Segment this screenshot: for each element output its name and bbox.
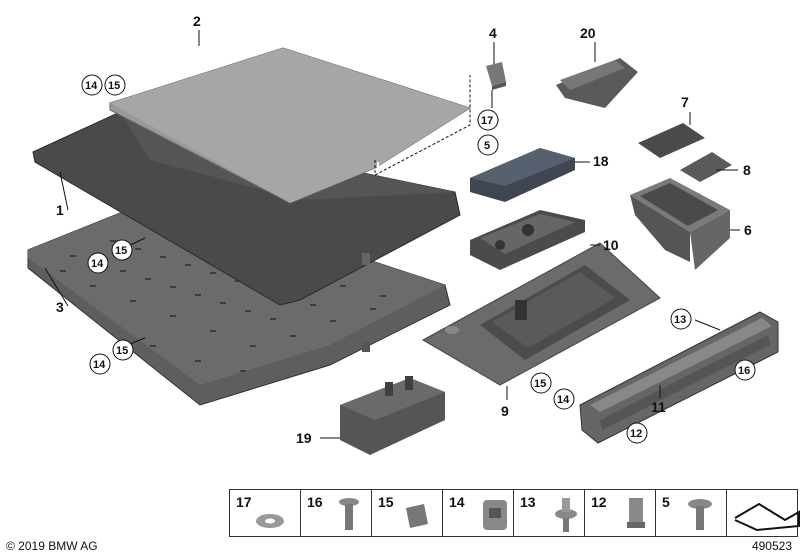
legend-label-15: 15 <box>378 494 394 510</box>
copyright-text: © 2019 BMW AG <box>6 539 98 553</box>
storage-well-part-9 <box>421 242 661 386</box>
screw-icon <box>339 498 359 530</box>
legend-cell-overview <box>727 490 800 536</box>
legend-cell-15: 15 <box>372 490 443 536</box>
sill-trim-part-11 <box>579 311 779 444</box>
expanding-rivet-icon <box>555 498 577 532</box>
label-7: 7 <box>681 94 689 110</box>
pad-part-8 <box>680 152 732 182</box>
tray-insert-part-10 <box>470 210 585 270</box>
circle-14-b: 14 <box>91 258 104 270</box>
legend-cell-13: 13 <box>514 490 585 536</box>
part-number-labels: 2 4 20 1 3 18 10 7 8 6 9 11 19 <box>56 13 752 446</box>
circle-15-a: 15 <box>108 80 120 92</box>
foam-block-part-18 <box>470 148 575 202</box>
circle-15-b: 15 <box>115 245 127 257</box>
legend-cell-12: 12 <box>585 490 656 536</box>
circle-12: 12 <box>630 428 642 440</box>
spring-clip-icon <box>627 498 645 528</box>
circled-labels: 14 15 17 5 15 14 14 15 13 16 15 14 12 <box>81 74 756 444</box>
diagram-number: 490523 <box>751 539 792 553</box>
circle-15-c: 15 <box>116 345 128 357</box>
label-19: 19 <box>296 430 312 446</box>
label-18: 18 <box>593 153 609 169</box>
circle-14-c: 14 <box>93 359 106 371</box>
legend-cell-16: 16 <box>301 490 372 536</box>
label-9: 9 <box>501 403 509 419</box>
circle-16: 16 <box>738 365 750 377</box>
label-3: 3 <box>56 299 64 315</box>
label-11: 11 <box>651 399 666 415</box>
circle-5: 5 <box>484 140 490 152</box>
label-1: 1 <box>56 202 64 218</box>
legend-label-13: 13 <box>520 494 536 510</box>
circle-17: 17 <box>481 115 493 127</box>
legend-label-17: 17 <box>236 494 252 510</box>
label-2: 2 <box>193 13 201 29</box>
label-10: 10 <box>603 237 619 253</box>
clip-icon <box>483 500 507 530</box>
legend-label-5: 5 <box>662 494 670 510</box>
pad-icon <box>406 504 428 528</box>
holder-part-20 <box>556 58 638 108</box>
storage-box-part-6 <box>630 178 730 270</box>
label-8: 8 <box>743 162 751 178</box>
label-20: 20 <box>580 25 596 41</box>
legend-label-12: 12 <box>591 494 607 510</box>
pad-part-7 <box>638 123 705 158</box>
circle-14-d: 14 <box>557 394 570 406</box>
legend-label-14: 14 <box>449 494 465 510</box>
circle-13: 13 <box>674 314 686 326</box>
label-4: 4 <box>489 25 497 41</box>
fastener-legend: 17 16 15 14 13 12 5 <box>229 489 800 537</box>
label-6: 6 <box>744 222 752 238</box>
holder-part-19 <box>340 376 445 455</box>
legend-cell-17: 17 <box>230 490 301 536</box>
legend-cell-14: 14 <box>443 490 514 536</box>
circle-14-a: 14 <box>85 80 98 92</box>
leader-lines <box>44 30 740 439</box>
cover-panel-part-2 <box>109 47 472 204</box>
vehicle-overview-icon <box>734 502 800 532</box>
bracket-part-4 <box>486 62 506 90</box>
legend-label-16: 16 <box>307 494 323 510</box>
washer-icon <box>256 514 284 528</box>
legend-cell-5: 5 <box>656 490 727 536</box>
bolt-icon <box>688 499 712 530</box>
circle-15-d: 15 <box>534 378 546 390</box>
